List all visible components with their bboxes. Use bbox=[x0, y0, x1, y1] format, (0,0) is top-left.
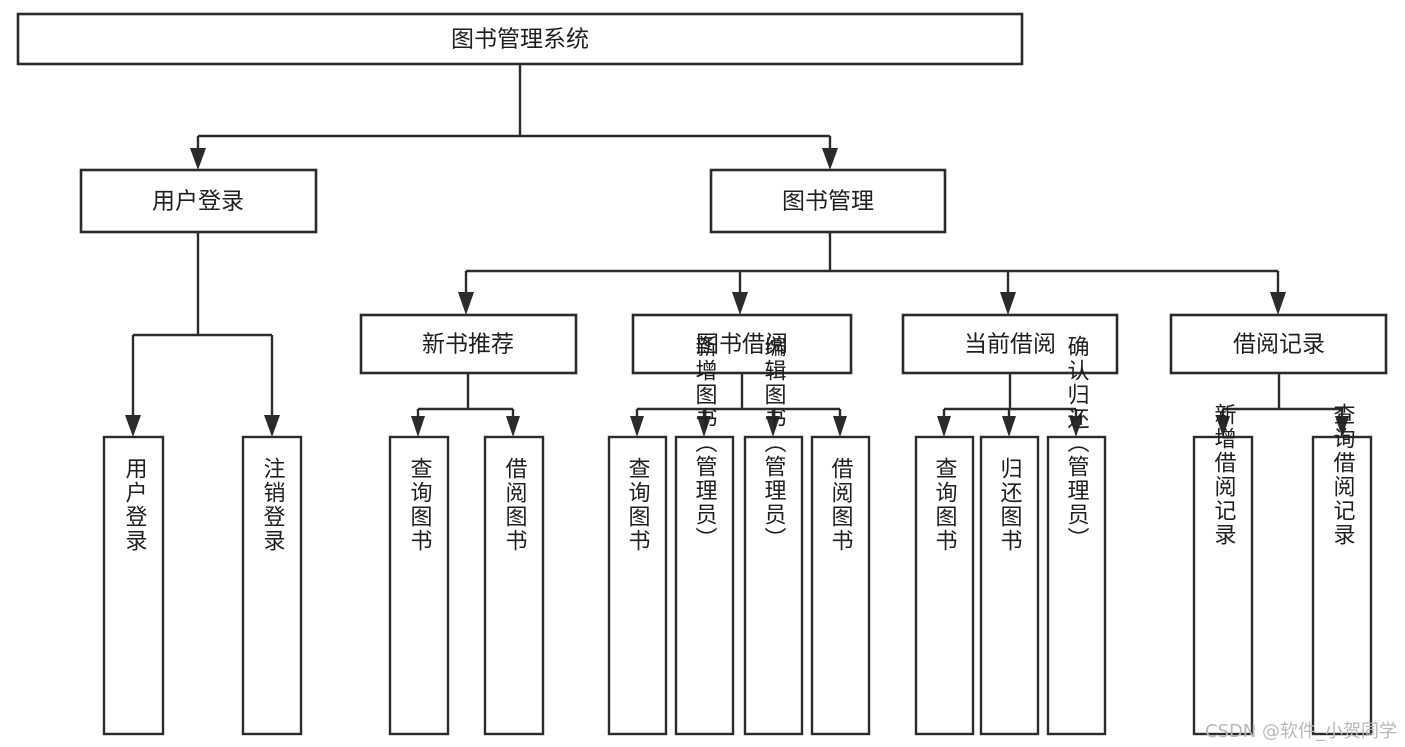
node-leaf-add-borrow-record[interactable]: 新增借阅记录 bbox=[1192, 403, 1254, 736]
node-leaf-borrow-book-2[interactable]: 借阅图书 bbox=[810, 435, 871, 736]
current-borrow-label: 当前借阅 bbox=[964, 332, 1056, 358]
arrow-to-user-login bbox=[190, 148, 206, 170]
leaf-confirm-return-admin-box[interactable] bbox=[1046, 435, 1107, 736]
node-leaf-query-book-2[interactable]: 查询图书 bbox=[607, 435, 668, 736]
new-book-recommend-label: 新书推荐 bbox=[422, 332, 514, 358]
leaf-query-book-3-label: 查询图书 bbox=[932, 457, 958, 553]
leaf-query-borrow-record-box[interactable] bbox=[1311, 435, 1373, 736]
leaf-borrow-book-2-box[interactable] bbox=[810, 435, 871, 736]
node-leaf-query-book-3[interactable]: 查询图书 bbox=[914, 435, 975, 736]
root-system-box[interactable] bbox=[16, 12, 1024, 66]
root-system-label: 图书管理系统 bbox=[451, 27, 589, 53]
node-root-system[interactable]: 图书管理系统 bbox=[16, 12, 1024, 66]
arrow-to-leaf-return-book bbox=[1002, 416, 1016, 437]
book-manage-label: 图书管理 bbox=[782, 189, 874, 215]
leaf-add-borrow-record-label: 新增借阅记录 bbox=[1211, 403, 1237, 547]
arrow-to-book-manage bbox=[822, 148, 838, 170]
leaf-user-login-box[interactable] bbox=[102, 435, 165, 736]
node-borrow-record[interactable]: 借阅记录 bbox=[1169, 313, 1388, 375]
leaf-query-borrow-record-label: 查询借阅记录 bbox=[1330, 403, 1356, 547]
current-borrow-box[interactable] bbox=[901, 313, 1119, 375]
connectors-group bbox=[125, 64, 1349, 437]
new-book-recommend-box[interactable] bbox=[359, 313, 578, 375]
arrow-to-borrow-record bbox=[1270, 292, 1286, 315]
leaf-add-borrow-record-box[interactable] bbox=[1192, 435, 1254, 736]
book-borrow-label: 图书借阅 bbox=[696, 332, 788, 358]
node-leaf-logout-login[interactable]: 注销登录 bbox=[241, 435, 303, 736]
arrow-to-leaf-borrow-book-1 bbox=[506, 416, 520, 437]
node-leaf-query-borrow-record[interactable]: 查询借阅记录 bbox=[1311, 403, 1373, 736]
arrow-to-leaf-query-book-1 bbox=[411, 416, 425, 437]
node-leaf-confirm-return-admin[interactable]: 确认归还（管理员） bbox=[1046, 335, 1107, 736]
arrow-to-leaf-user-login bbox=[125, 415, 141, 437]
node-leaf-user-login[interactable]: 用户登录 bbox=[102, 435, 165, 736]
arrow-to-current-borrow bbox=[1000, 292, 1016, 315]
node-leaf-query-book-1[interactable]: 查询图书 bbox=[388, 435, 450, 736]
arrow-to-leaf-query-borrow-record bbox=[1335, 416, 1349, 437]
leaf-user-login-label: 用户登录 bbox=[122, 457, 148, 553]
leaf-logout-login-box[interactable] bbox=[241, 435, 303, 736]
leaf-add-book-admin-label: 新增图书（管理员） bbox=[692, 335, 718, 551]
user-login-box[interactable] bbox=[79, 168, 318, 234]
arrow-to-leaf-query-book-2 bbox=[630, 416, 644, 437]
arrow-to-leaf-borrow-book-2 bbox=[833, 416, 847, 437]
borrow-record-label: 借阅记录 bbox=[1233, 332, 1325, 358]
arrow-to-leaf-add-book-admin bbox=[697, 416, 711, 437]
arrow-to-new-book-recommend bbox=[458, 292, 474, 315]
leaf-return-book-label: 归还图书 bbox=[997, 457, 1023, 553]
arrow-to-book-borrow bbox=[732, 292, 748, 315]
leaf-borrow-book-1-label: 借阅图书 bbox=[502, 457, 528, 553]
leaf-edit-book-admin-box[interactable] bbox=[743, 435, 804, 736]
leaf-query-book-3-box[interactable] bbox=[914, 435, 975, 736]
arrow-to-leaf-add-borrow-record bbox=[1216, 416, 1230, 437]
node-book-manage[interactable]: 图书管理 bbox=[709, 168, 947, 234]
node-book-borrow[interactable]: 图书借阅 bbox=[631, 313, 853, 375]
book-manage-box[interactable] bbox=[709, 168, 947, 234]
leaf-query-book-2-label: 查询图书 bbox=[625, 457, 651, 553]
leaf-add-book-admin-box[interactable] bbox=[674, 435, 735, 736]
leaf-borrow-book-2-label: 借阅图书 bbox=[828, 457, 854, 553]
leaf-edit-book-admin-label: 编辑图书（管理员） bbox=[761, 335, 787, 551]
user-login-label: 用户登录 bbox=[152, 189, 244, 215]
node-new-book-recommend[interactable]: 新书推荐 bbox=[359, 313, 578, 375]
arrow-to-leaf-logout-login bbox=[264, 415, 280, 437]
leaf-query-book-2-box[interactable] bbox=[607, 435, 668, 736]
borrow-record-box[interactable] bbox=[1169, 313, 1388, 375]
node-leaf-borrow-book-1[interactable]: 借阅图书 bbox=[483, 435, 545, 736]
arrow-to-leaf-query-book-3 bbox=[937, 416, 951, 437]
leaf-confirm-return-admin-label: 确认归还（管理员） bbox=[1064, 335, 1090, 551]
leaf-return-book-box[interactable] bbox=[979, 435, 1040, 736]
book-borrow-box[interactable] bbox=[631, 313, 853, 375]
node-leaf-edit-book-admin[interactable]: 编辑图书（管理员） bbox=[743, 335, 804, 736]
leaf-query-book-1-box[interactable] bbox=[388, 435, 450, 736]
leaf-logout-login-label: 注销登录 bbox=[260, 457, 286, 553]
arrow-to-leaf-confirm-return-admin bbox=[1069, 416, 1083, 437]
node-user-login[interactable]: 用户登录 bbox=[79, 168, 318, 234]
node-leaf-add-book-admin[interactable]: 新增图书（管理员） bbox=[674, 335, 735, 736]
node-leaf-return-book[interactable]: 归还图书 bbox=[979, 435, 1040, 736]
leaf-query-book-1-label: 查询图书 bbox=[407, 457, 433, 553]
arrow-to-leaf-edit-book-admin bbox=[766, 416, 780, 437]
csdn-watermark: CSDN @软件_小贺同学 bbox=[1204, 721, 1397, 742]
leaf-borrow-book-1-box[interactable] bbox=[483, 435, 545, 736]
node-current-borrow[interactable]: 当前借阅 bbox=[901, 313, 1119, 375]
